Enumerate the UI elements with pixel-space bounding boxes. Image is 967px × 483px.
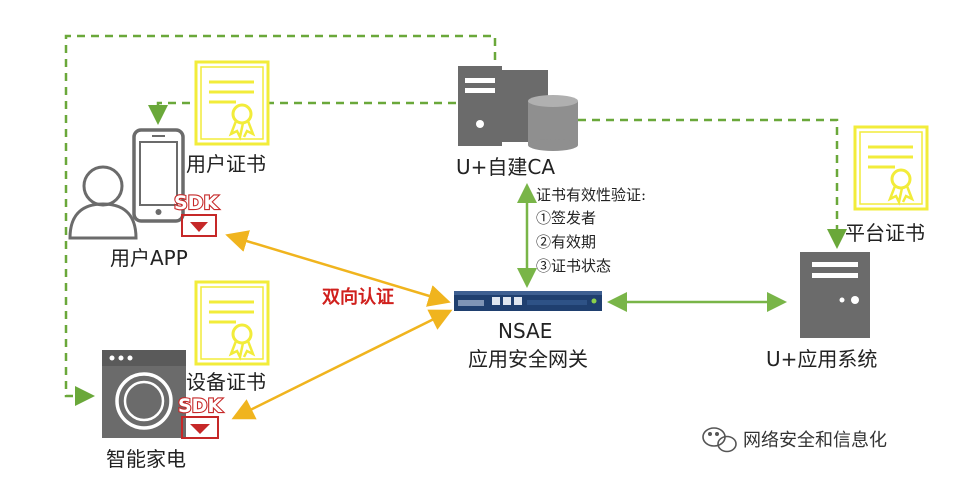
mutual-auth-label: 双向认证 bbox=[322, 286, 394, 308]
user-person-icon bbox=[68, 165, 138, 240]
nsae-gateway-icon bbox=[454, 291, 602, 311]
ca-label: U+自建CA bbox=[456, 155, 555, 179]
ca-database-icon bbox=[528, 95, 578, 151]
user-sdk-icon: SDK bbox=[173, 191, 221, 237]
validation-item-issuer: ①签发者 bbox=[536, 209, 596, 227]
device-cert-icon bbox=[194, 280, 270, 366]
validation-item-validity: ②有效期 bbox=[536, 233, 596, 251]
user-sdk-label: SDK bbox=[174, 192, 219, 214]
platform-cert-icon bbox=[853, 125, 929, 211]
app-system-label: U+应用系统 bbox=[766, 347, 877, 371]
gateway-full-label: 应用安全网关 bbox=[468, 347, 588, 371]
smartphone-icon bbox=[132, 128, 185, 223]
validation-title: 证书有效性验证: bbox=[536, 186, 646, 204]
app-system-server-icon bbox=[800, 252, 870, 338]
ca-to-appliance-dashed-line bbox=[64, 34, 497, 406]
cert-distribution-lines bbox=[64, 34, 847, 406]
device-sdk-label: SDK bbox=[178, 395, 223, 417]
user-app-label: 用户APP bbox=[110, 246, 188, 270]
device-sdk-icon: SDK bbox=[177, 394, 225, 439]
ca-to-phone-dashed-line bbox=[148, 101, 470, 125]
app-gateway-auth-arrow bbox=[225, 230, 451, 307]
platform-cert-label: 平台证书 bbox=[845, 221, 925, 245]
gateway-short-label: NSAE bbox=[498, 319, 552, 343]
washing-machine-icon bbox=[102, 350, 186, 438]
ca-to-platform-dashed-line bbox=[578, 118, 847, 249]
device-cert-label: 设备证书 bbox=[186, 370, 266, 394]
user-cert-label: 用户证书 bbox=[186, 152, 266, 176]
appliance-gateway-auth-arrow bbox=[231, 309, 453, 420]
wechat-icon bbox=[702, 427, 737, 453]
validation-item-status: ③证书状态 bbox=[536, 257, 611, 275]
user-cert-icon bbox=[194, 60, 270, 146]
watermark-text: 网络安全和信息化 bbox=[743, 430, 887, 451]
mutual-auth-arrows bbox=[225, 230, 453, 420]
appliance-label: 智能家电 bbox=[106, 447, 186, 471]
